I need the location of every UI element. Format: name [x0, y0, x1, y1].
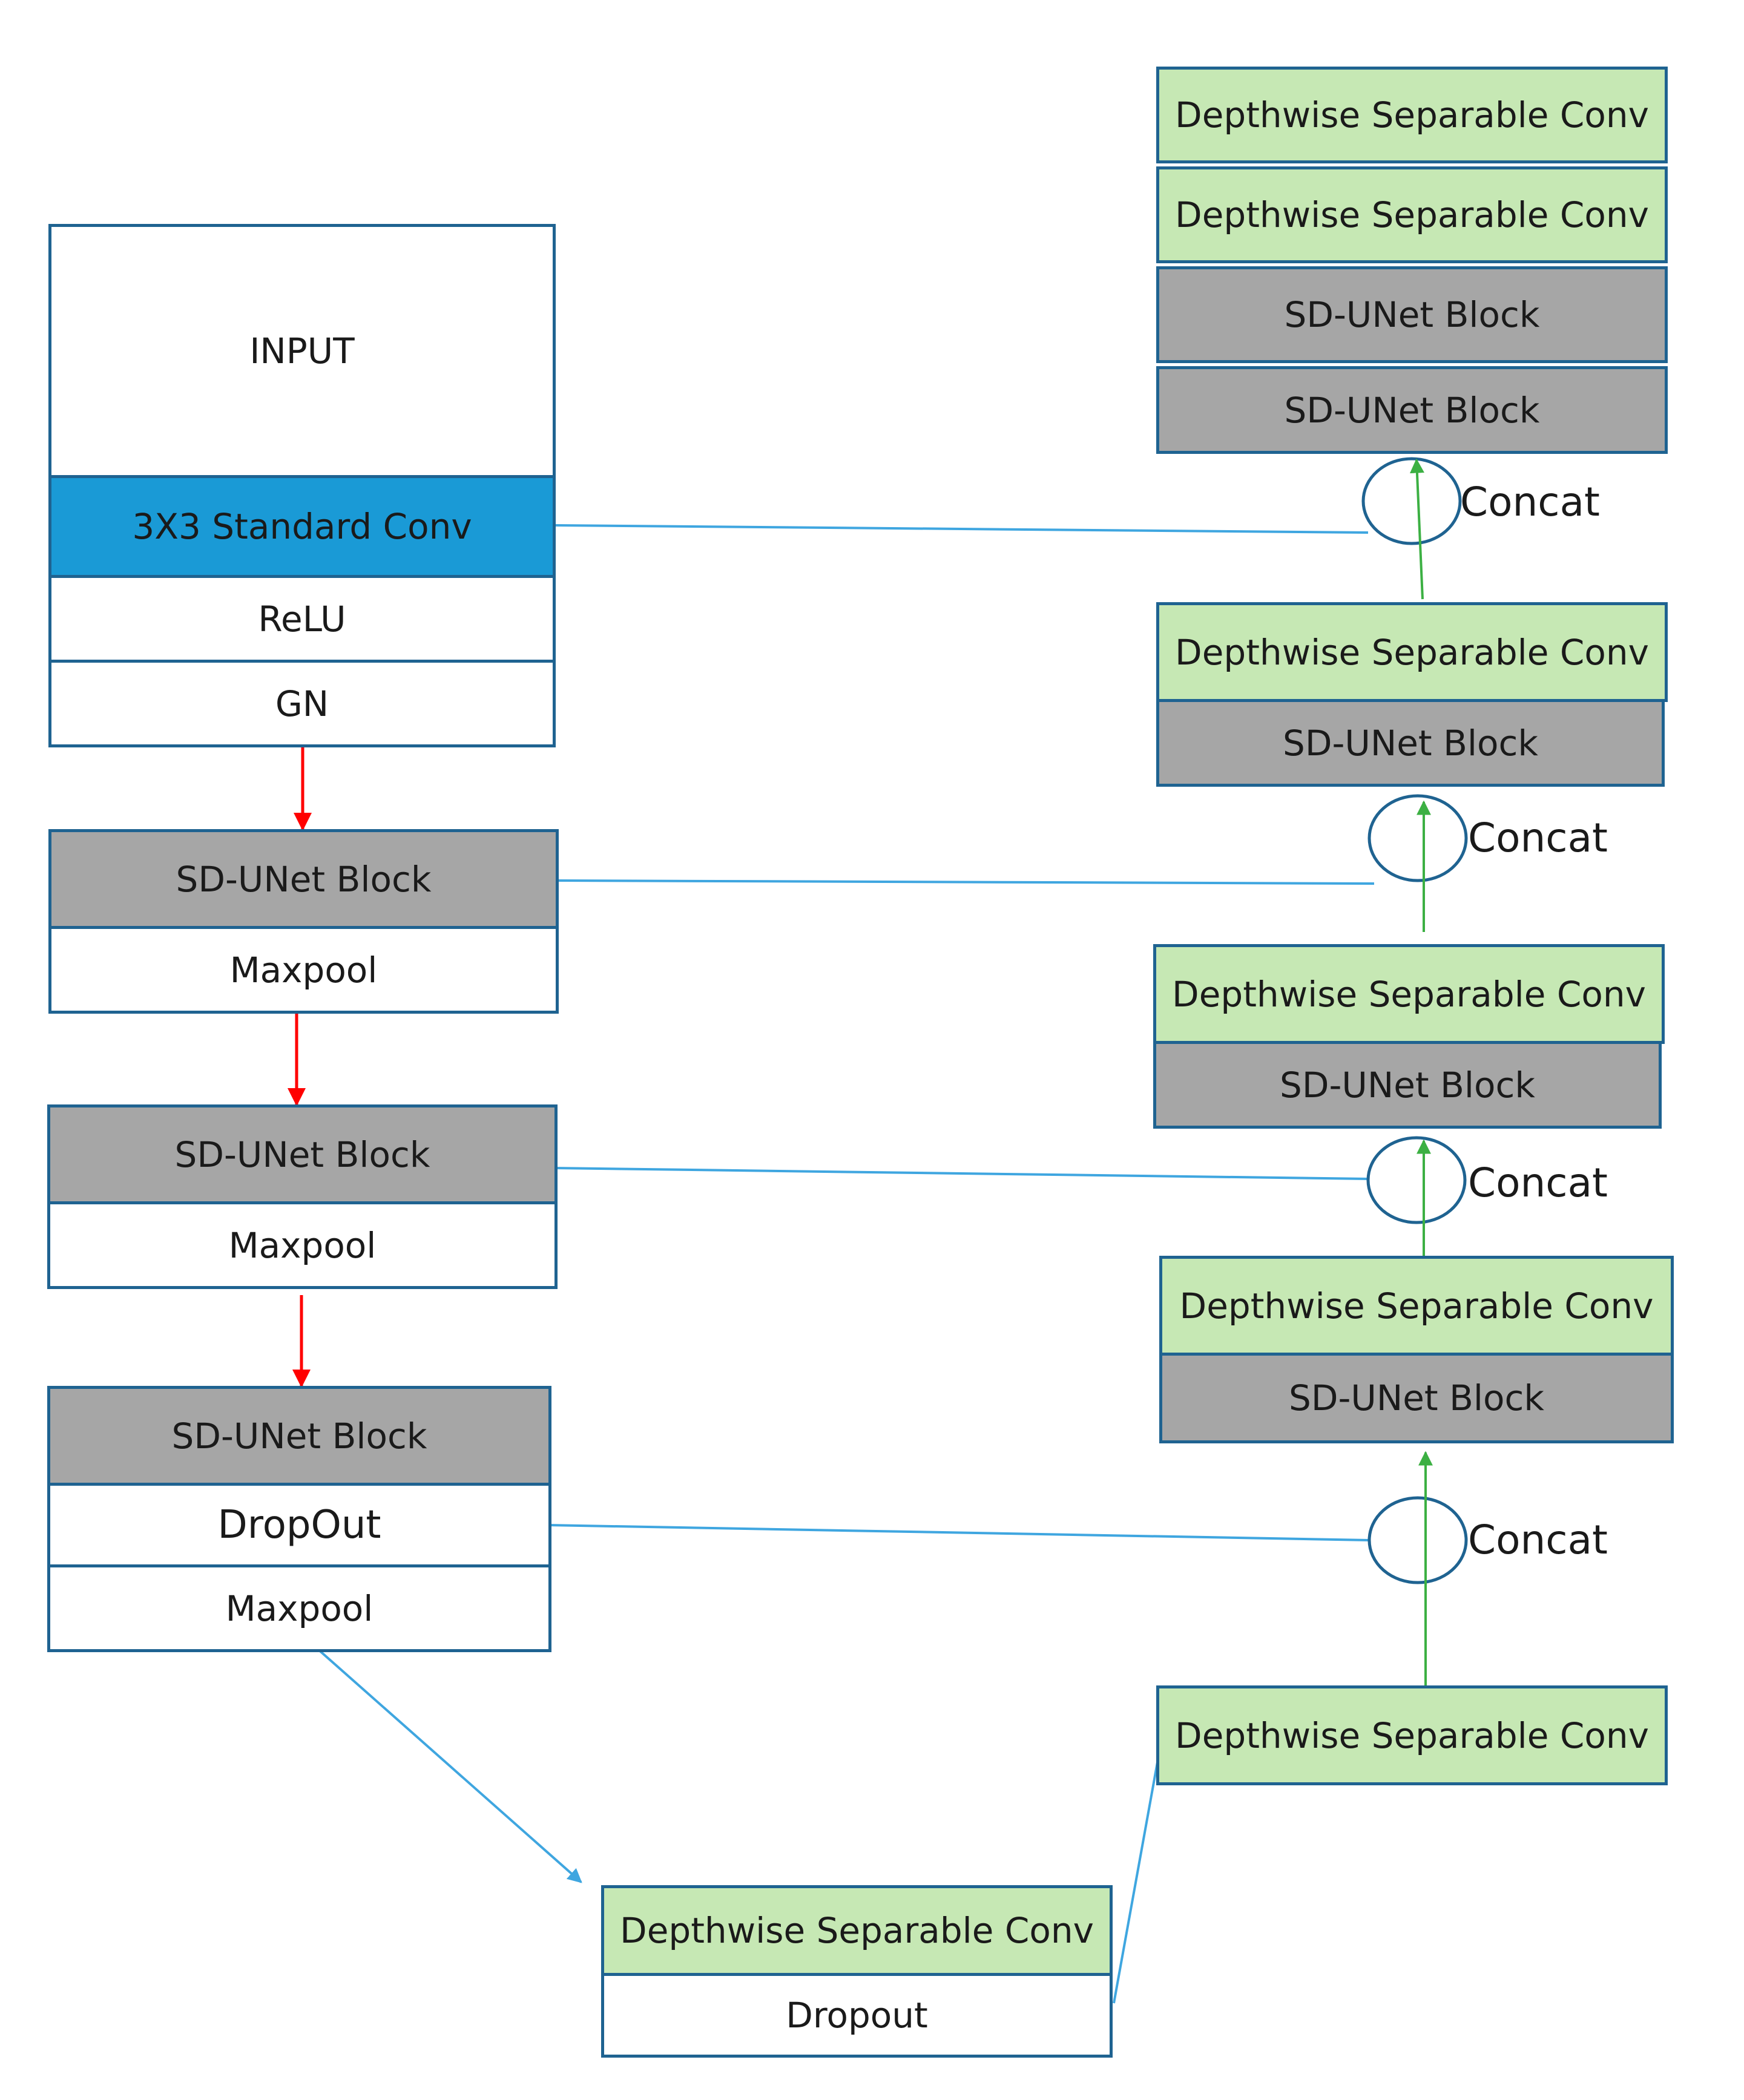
relu-box: ReLU: [48, 575, 556, 663]
concat-circle-3: [1366, 1136, 1467, 1224]
skip-line-2: [556, 879, 1375, 885]
input-box: INPUT: [48, 224, 556, 478]
decoder-depthwise-conv-bottom: Depthwise Separable Conv: [1156, 1685, 1668, 1785]
bottleneck-depthwise-conv: Depthwise Separable Conv: [601, 1885, 1113, 1976]
decoder-depthwise-conv-top-2: Depthwise Separable Conv: [1156, 166, 1668, 263]
decoder-arrow-1: [1409, 458, 1424, 600]
skip-line-1: [553, 524, 1369, 534]
standard-conv-box: 3X3 Standard Conv: [48, 475, 556, 578]
encoder-maxpool-2: Maxpool: [47, 1201, 558, 1289]
gn-box: GN: [48, 660, 556, 747]
to-bottleneck-arrow: [317, 1648, 582, 1883]
concat-label-2: Concat: [1468, 815, 1608, 861]
encoder-sd-unet-block-3: SD-UNet Block: [47, 1386, 551, 1486]
skip-line-3: [553, 1167, 1370, 1180]
decoder-depthwise-conv-top-1: Depthwise Separable Conv: [1156, 67, 1668, 163]
decoder-sd-unet-block-top-1: SD-UNet Block: [1156, 266, 1668, 363]
concat-circle-2: [1367, 794, 1468, 882]
decoder-depthwise-conv-2: Depthwise Separable Conv: [1153, 944, 1665, 1044]
decoder-sd-unet-block-1: SD-UNet Block: [1159, 1353, 1674, 1443]
encoder-maxpool-3: Maxpool: [47, 1564, 551, 1652]
concat-label-4: Concat: [1468, 1517, 1608, 1563]
decoder-sd-unet-block-3: SD-UNet Block: [1156, 699, 1665, 787]
decoder-depthwise-conv-3: Depthwise Separable Conv: [1156, 602, 1668, 702]
concat-label-3: Concat: [1468, 1160, 1608, 1206]
decoder-sd-unet-block-2: SD-UNet Block: [1153, 1041, 1662, 1129]
concat-label-1: Concat: [1460, 479, 1600, 525]
concat-circle-1: [1361, 457, 1462, 545]
concat-circle-4: [1367, 1496, 1468, 1584]
skip-line-4: [547, 1524, 1370, 1541]
encoder-sd-unet-block-1: SD-UNet Block: [48, 829, 559, 929]
encoder-sd-unet-block-2: SD-UNet Block: [47, 1104, 558, 1204]
decoder-depthwise-conv-1: Depthwise Separable Conv: [1159, 1256, 1674, 1356]
decoder-sd-unet-block-top-2: SD-UNet Block: [1156, 366, 1668, 454]
encoder-dropout: DropOut: [47, 1483, 551, 1567]
encoder-maxpool-1: Maxpool: [48, 926, 559, 1014]
bottleneck-dropout: Dropout: [601, 1973, 1113, 2058]
